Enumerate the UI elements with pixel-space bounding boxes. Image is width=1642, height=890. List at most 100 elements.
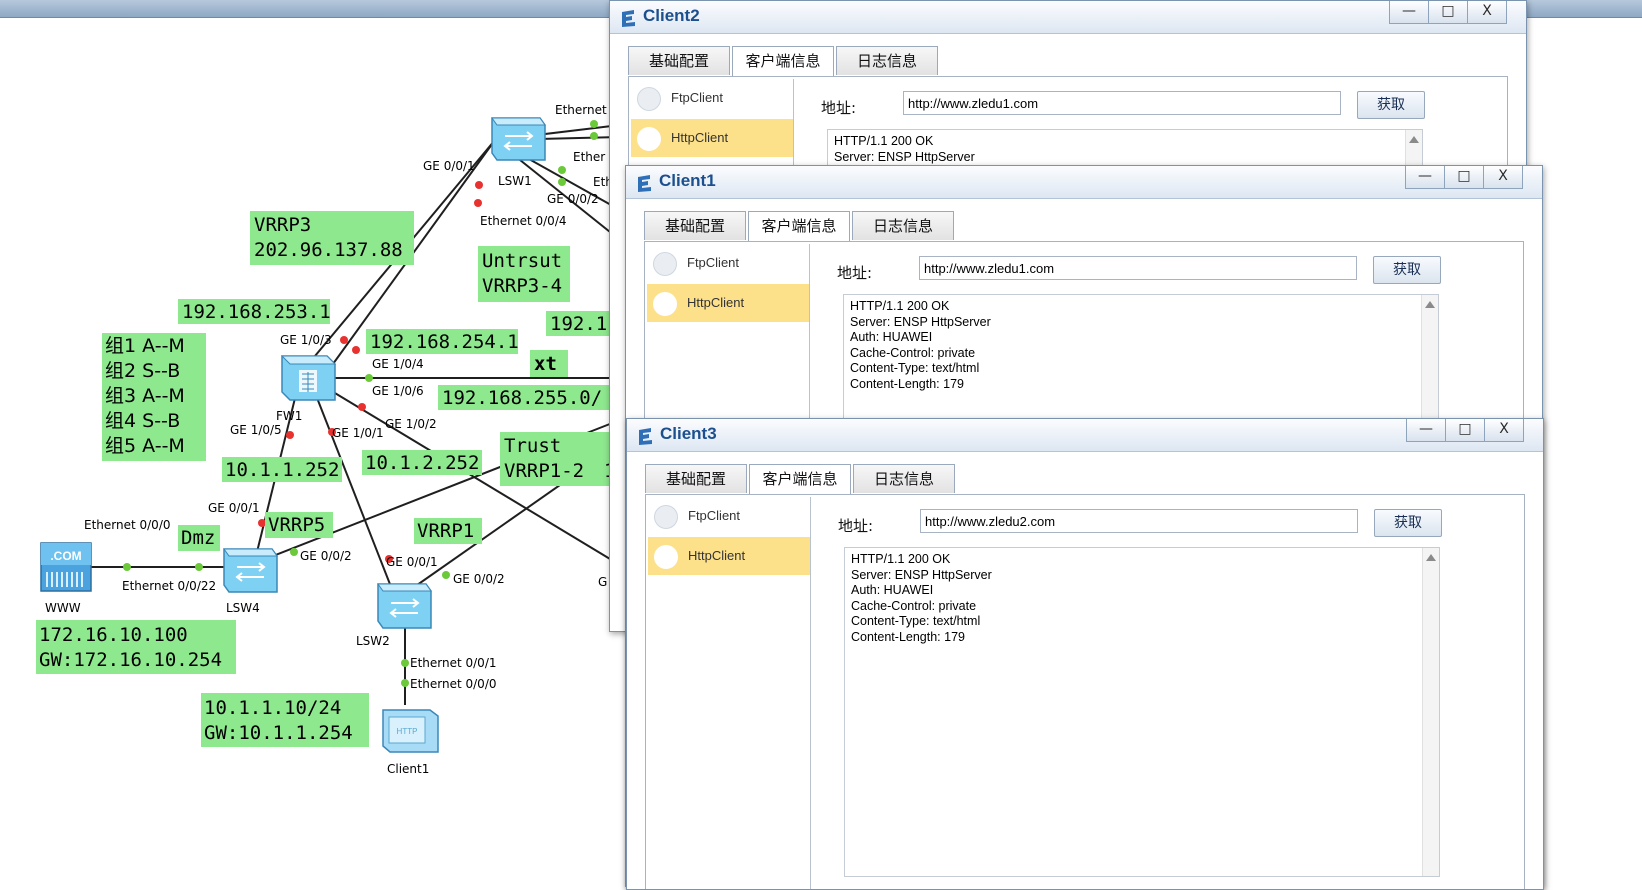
fw1-firewall-icon[interactable] xyxy=(280,355,337,401)
maximize-button[interactable]: □ xyxy=(1428,1,1468,24)
note-vrrp3: VRRP3 202.96.137.88 xyxy=(250,211,414,265)
response-line: Auth: HUAWEI xyxy=(850,330,933,345)
lsw1-switch-icon[interactable] xyxy=(491,117,546,161)
svg-text:Trust: Trust xyxy=(504,435,561,457)
tab-basic-config[interactable]: 基础配置 xyxy=(644,211,746,240)
radio-icon xyxy=(654,545,678,569)
response-textarea[interactable]: HTTP/1.1 200 OK Server: ENSP HttpServer … xyxy=(844,547,1440,877)
lsw2-switch-icon[interactable] xyxy=(377,583,432,629)
tab-client-info[interactable]: 客户端信息 xyxy=(748,211,850,242)
fetch-button[interactable]: 获取 xyxy=(1357,91,1425,119)
note-ip-10-1-1-252: 10.1.1.252 xyxy=(222,457,342,482)
window-titlebar[interactable]: Client1 — □ X xyxy=(626,166,1542,199)
svg-text:VRRP1: VRRP1 xyxy=(417,520,474,542)
address-input[interactable]: http://www.zledu1.com xyxy=(919,256,1357,280)
port-label: GE 1/0/6 xyxy=(372,384,424,398)
radio-icon xyxy=(653,292,677,316)
response-line: HTTP/1.1 200 OK xyxy=(834,134,934,148)
window-body: 基础配置 客户端信息 日志信息 FtpClient HttpClient 地址:… xyxy=(627,452,1543,889)
list-item-httpclient[interactable]: HttpClient xyxy=(648,537,810,575)
port-label: GE 1/0/2 xyxy=(385,417,437,431)
minimize-button[interactable]: — xyxy=(1405,166,1445,189)
scroll-up-icon[interactable] xyxy=(1425,301,1435,308)
close-button[interactable]: X xyxy=(1467,1,1507,24)
port-label: GE 0/0/1 xyxy=(208,501,260,515)
window-title: Client1 xyxy=(659,171,716,190)
address-input[interactable]: http://www.zledu2.com xyxy=(920,509,1358,533)
svg-text:VRRP1-2: VRRP1-2 xyxy=(504,460,584,482)
radio-icon xyxy=(653,252,677,276)
device-label-client1: Client1 xyxy=(387,762,429,776)
window-titlebar[interactable]: Client2 — □ X xyxy=(610,1,1526,34)
client-icon-text: HTTP xyxy=(397,727,418,736)
device-label-www: WWW xyxy=(45,601,81,615)
port-label: G xyxy=(598,575,607,589)
tab-basic-config[interactable]: 基础配置 xyxy=(645,464,747,493)
maximize-button[interactable]: □ xyxy=(1445,419,1485,442)
port-indicators xyxy=(123,120,598,687)
note-trust: Trust VRRP1-2 1 xyxy=(500,432,620,486)
port-label: GE 0/0/1 xyxy=(423,159,475,173)
note-groups: 组1 A--M 组2 S--B 组3 A--M 组4 S--B 组5 A--M xyxy=(102,333,206,461)
maximize-button[interactable]: □ xyxy=(1444,166,1484,189)
device-label-fw1: FW1 xyxy=(276,409,302,423)
minimize-button[interactable]: — xyxy=(1389,1,1429,24)
note-client-ip: 10.1.1.10/24 GW:10.1.1.254 xyxy=(201,693,369,747)
svg-text:10.1.1.10/24: 10.1.1.10/24 xyxy=(204,697,341,719)
list-item-httpclient[interactable]: HttpClient xyxy=(631,119,793,157)
svg-text:192.168.254.1: 192.168.254.1 xyxy=(370,331,519,353)
note-ip-192-partial: 192.1 xyxy=(546,311,620,336)
tab-client-info[interactable]: 客户端信息 xyxy=(749,464,851,495)
port-label: Ethernet 0/0/0 xyxy=(410,677,497,691)
fetch-button[interactable]: 获取 xyxy=(1373,256,1441,284)
svg-text:172.16.10.100: 172.16.10.100 xyxy=(39,624,188,646)
fetch-button[interactable]: 获取 xyxy=(1374,509,1442,537)
port-label: GE 1/0/5 xyxy=(230,423,282,437)
list-item-httpclient[interactable]: HttpClient xyxy=(647,284,809,322)
tab-log-info[interactable]: 日志信息 xyxy=(852,211,954,240)
radio-icon xyxy=(637,127,661,151)
response-line: Content-Length: 179 xyxy=(851,629,965,644)
tab-client-info[interactable]: 客户端信息 xyxy=(732,46,834,77)
address-label: 地址: xyxy=(838,517,874,535)
address-input[interactable]: http://www.zledu1.com xyxy=(903,91,1341,115)
tab-log-info[interactable]: 日志信息 xyxy=(836,46,938,75)
list-item-ftpclient[interactable]: FtpClient xyxy=(647,244,809,282)
port-label: GE 0/0/2 xyxy=(547,192,599,206)
port-label: GE 0/0/1 xyxy=(386,555,438,569)
close-button[interactable]: X xyxy=(1483,166,1523,189)
response-line: Server: ENSP HttpServer xyxy=(850,314,991,329)
www-icon-text: .COM xyxy=(50,549,81,563)
svg-text:组5 A--M: 组5 A--M xyxy=(105,435,185,457)
svg-text:VRRP3-4: VRRP3-4 xyxy=(482,275,562,297)
list-item-ftpclient[interactable]: FtpClient xyxy=(631,79,793,117)
close-button[interactable]: X xyxy=(1484,419,1524,442)
scroll-up-icon[interactable] xyxy=(1409,136,1419,143)
note-vrrp5: VRRP5 xyxy=(265,512,333,538)
tab-log-info[interactable]: 日志信息 xyxy=(853,464,955,493)
list-item-ftpclient[interactable]: FtpClient xyxy=(648,497,810,535)
client1-http-icon[interactable]: HTTP xyxy=(382,709,439,753)
scroll-up-icon[interactable] xyxy=(1426,554,1436,561)
note-ip-255: 192.168.255.0/ xyxy=(438,385,620,410)
tab-basic-config[interactable]: 基础配置 xyxy=(628,46,730,75)
port-label: Eth xyxy=(593,175,613,189)
svg-text:10.1.1.252: 10.1.1.252 xyxy=(225,459,339,481)
svg-text:组2 S--B: 组2 S--B xyxy=(105,360,180,382)
note-www-ip: 172.16.10.100 GW:172.16.10.254 xyxy=(36,620,236,674)
response-line: Cache-Control: private xyxy=(850,345,976,360)
svg-text:GW:10.1.1.254: GW:10.1.1.254 xyxy=(204,722,353,744)
port-label: Ethernet 0/0/4 xyxy=(480,214,567,228)
app-icon xyxy=(638,175,651,192)
minimize-button[interactable]: — xyxy=(1406,419,1446,442)
svg-text:192.168.255.0/: 192.168.255.0/ xyxy=(442,387,602,409)
note-xt: xt xyxy=(530,350,568,377)
svg-text:组4 S--B: 组4 S--B xyxy=(105,410,180,432)
vertical-scrollbar[interactable] xyxy=(1422,548,1439,876)
lsw4-switch-icon[interactable] xyxy=(223,548,278,593)
window-titlebar[interactable]: Client3 — □ X xyxy=(627,419,1543,452)
svg-text:192.168.253.1: 192.168.253.1 xyxy=(182,301,331,323)
svg-text:xt: xt xyxy=(534,353,557,375)
port-label: Ethernet 0/0/1 xyxy=(410,656,497,670)
www-server-icon[interactable]: .COM xyxy=(40,542,92,592)
